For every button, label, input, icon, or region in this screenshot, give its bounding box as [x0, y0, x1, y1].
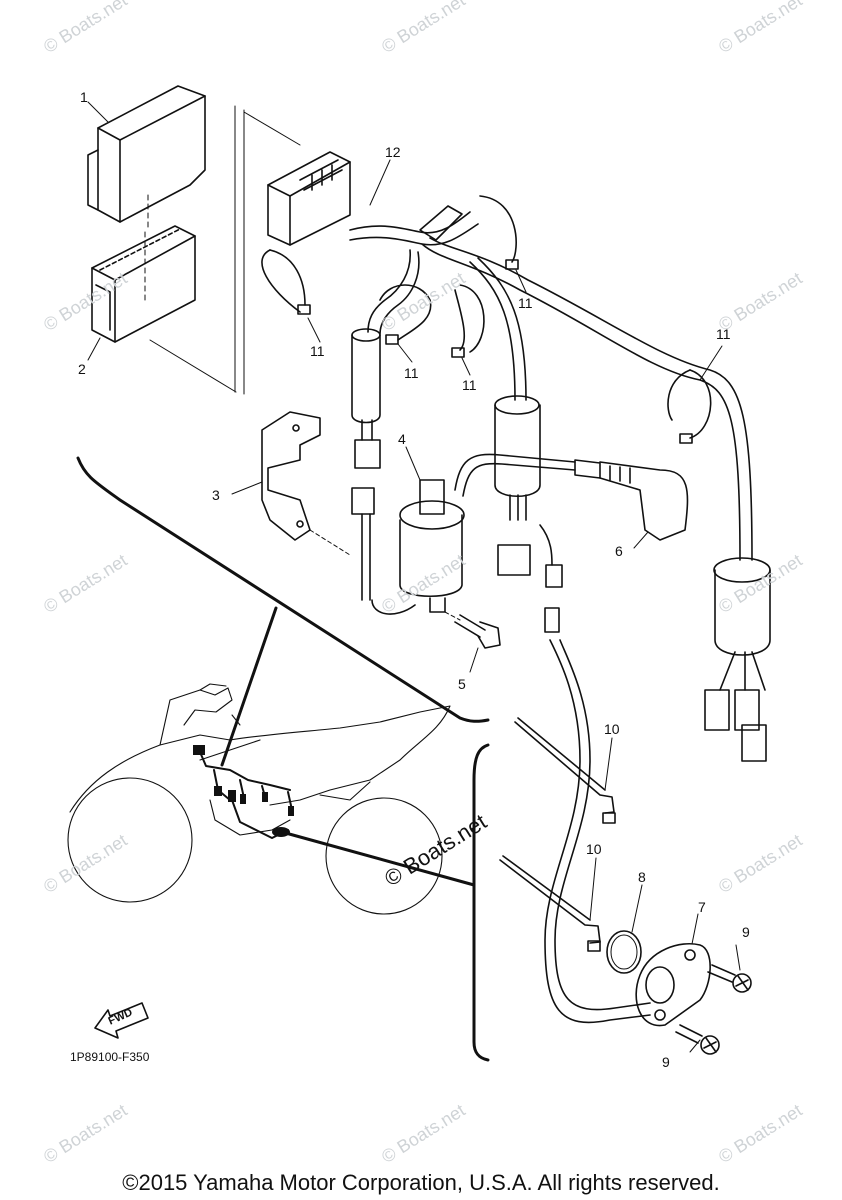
callout-5: 5: [458, 676, 466, 692]
callout-11c: 11: [462, 377, 477, 393]
callout-4: 4: [398, 431, 406, 447]
callout-1: 1: [80, 89, 88, 105]
callout-11e: 11: [716, 326, 731, 342]
cable-clip: [261, 195, 712, 444]
callout-8: 8: [638, 869, 646, 885]
leader-lines: [87, 101, 741, 1053]
wire-harness: [267, 151, 753, 561]
callout-10b: 10: [586, 841, 602, 857]
copyright-notice: ©2015 Yamaha Motor Corporation, U.S.A. A…: [122, 1170, 720, 1195]
ecu-unit: [91, 225, 196, 343]
stator-lead: [544, 607, 651, 1024]
pickup-coil: [494, 395, 563, 588]
callout-9: 9: [742, 924, 750, 940]
cdi-unit: [704, 557, 771, 762]
fwd-arrow: [94, 1002, 149, 1039]
callout-2: 2: [78, 361, 86, 377]
spark-plug-cap: [574, 459, 689, 541]
sensor-plate: [635, 943, 711, 1027]
ignition-relay: [351, 328, 381, 601]
coil-bracket: [261, 411, 351, 556]
callout-11b: 11: [404, 365, 419, 381]
motorcycle-outline: [67, 683, 451, 915]
callout-7: 7: [698, 899, 706, 915]
callout-11d: 11: [518, 295, 533, 311]
inset-frame: [76, 456, 490, 1062]
callout-10: 10: [604, 721, 620, 737]
cable-tie: [499, 717, 616, 952]
callout-3: 3: [212, 487, 220, 503]
screw: [675, 964, 752, 1055]
callout-6: 6: [615, 543, 623, 559]
ignition-coil: [371, 453, 576, 615]
coil-bolt: [444, 611, 501, 649]
callout-11a: 11: [310, 343, 325, 359]
callout-12: 12: [385, 144, 401, 160]
ecu-cover: [87, 85, 206, 223]
callout-9b: 9: [662, 1054, 670, 1070]
part-code: 1P89100-F350: [70, 1050, 150, 1064]
o-ring: [606, 930, 642, 974]
